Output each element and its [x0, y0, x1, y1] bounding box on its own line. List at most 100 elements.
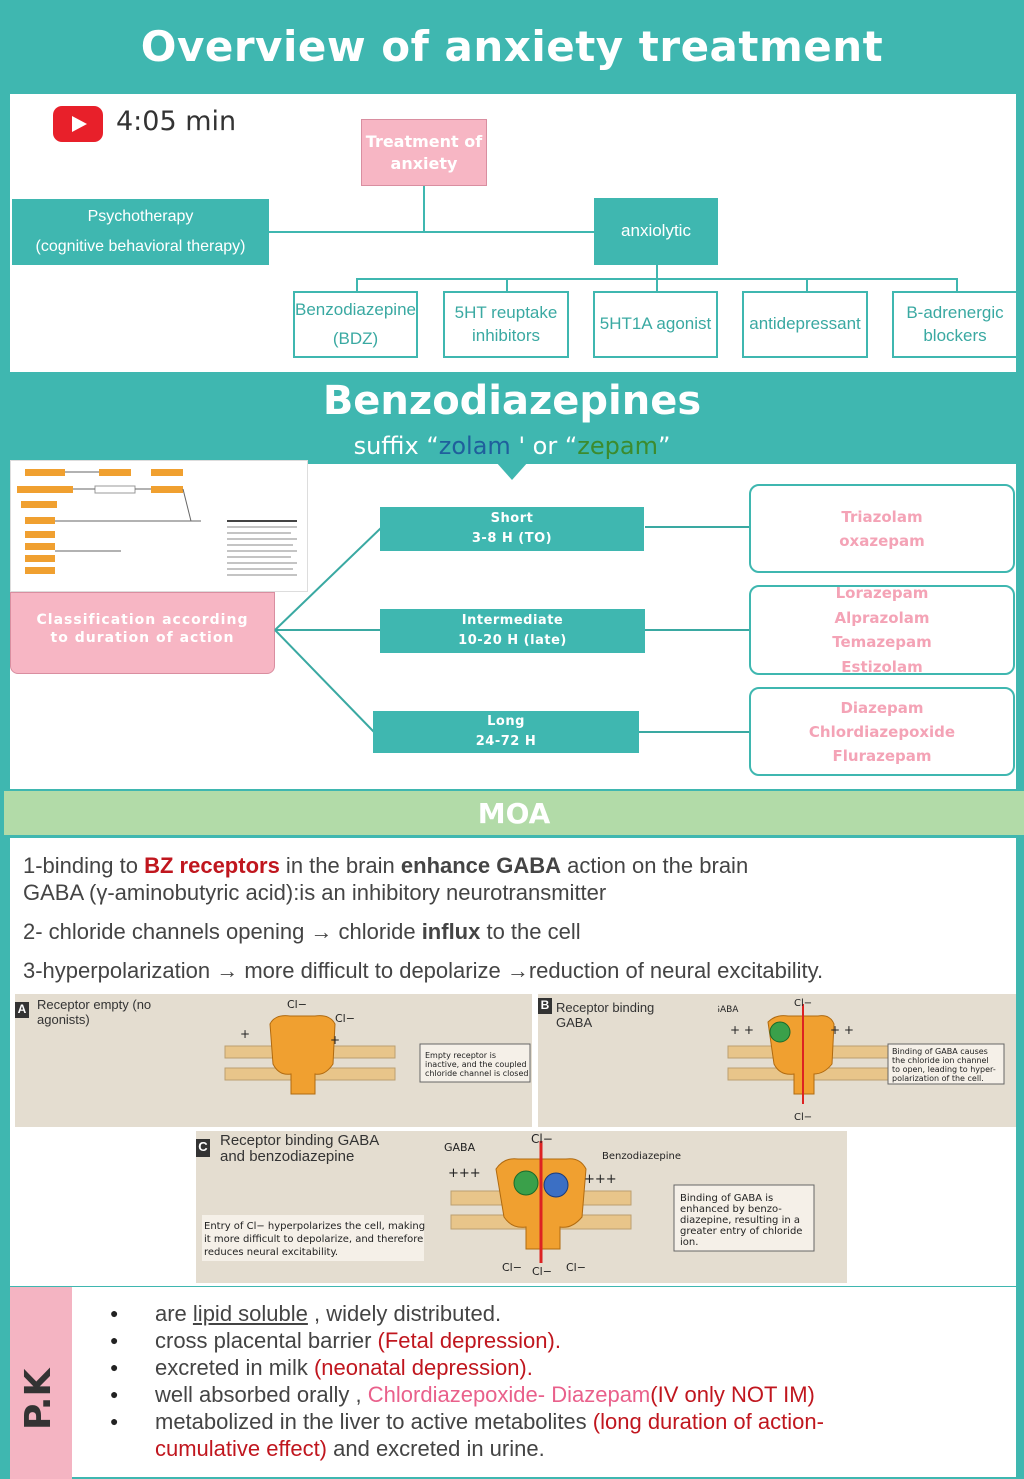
svg-text:Entry of Cl− hyperpolarizes th: Entry of Cl− hyperpolarizes the cell, ma… [204, 1221, 425, 1232]
drug-name: Lorazepam [835, 584, 929, 602]
pk-red-text: (Fetal depression). [377, 1328, 561, 1353]
drug-sublabel: inhibitors [471, 325, 541, 345]
drug-sublabel: blockers [923, 325, 987, 345]
pk-red-text: (IV only NOT IM) [650, 1382, 815, 1407]
svg-text:GABA: GABA [444, 1141, 476, 1154]
suffix-text: suffix “ [353, 432, 439, 460]
drug-box-benzodiazepine: Benzodiazepine (BDZ) [293, 291, 418, 358]
svg-text:Binding of GABA is: Binding of GABA is [680, 1193, 773, 1204]
figure-b: B Receptor binding GABA Cl− Cl− GABA + +… [538, 994, 1016, 1127]
metabolism-figure[interactable] [10, 460, 308, 592]
receptor-gaba-benzo-illustration: GABA Cl− Benzodiazepine +++ +++ Entry of… [202, 1132, 815, 1278]
group-duration: 3-8 H (TO) [471, 531, 553, 546]
pk-item: excreted in milk (neonatal depression). [110, 1354, 824, 1381]
svg-text:GABA: GABA [718, 1005, 739, 1015]
svg-text:+ +: + + [830, 1023, 854, 1037]
suffix-zepam: zepam [577, 432, 658, 460]
svg-text:Binding of GABA causes: Binding of GABA causes [892, 1047, 988, 1056]
drugs-long: Diazepam Chlordiazepoxide Flurazepam [749, 687, 1015, 776]
pk-item: cross placental barrier (Fetal depressio… [110, 1327, 824, 1354]
drug-label: antidepressant [749, 314, 861, 334]
pk-text: excreted in milk [155, 1355, 314, 1380]
suffix-note: suffix “zolam ' or “zepam” [0, 432, 1024, 460]
pointer-triangle [496, 462, 528, 480]
svg-text:Benzodiazepine: Benzodiazepine [602, 1151, 681, 1162]
pk-red-text: (neonatal depression). [313, 1355, 533, 1380]
moa-text: to the cell [480, 919, 581, 944]
suffix-text: ' or “ [510, 432, 578, 460]
svg-text:inactive, and the coupled: inactive, and the coupled [425, 1060, 527, 1069]
classification-connectors [274, 526, 750, 733]
pk-label: P.K [18, 1368, 59, 1430]
page-title: Overview of anxiety treatment [140, 22, 884, 71]
youtube-play-icon[interactable] [53, 106, 103, 142]
moa-text: in the brain [279, 853, 401, 878]
moa-text: 2- chloride channels opening → chloride [23, 919, 422, 944]
pk-red-text: cumulative effect) [155, 1436, 328, 1461]
pk-text: and excreted in urine. [327, 1436, 545, 1461]
pk-text: , widely distributed. [307, 1301, 502, 1326]
anxiolytic-label: anxiolytic [621, 221, 691, 240]
pk-pink-text: Chlordiazepoxide- Diazepam [367, 1382, 651, 1407]
moa-line2: 2- chloride channels opening → chloride … [23, 919, 581, 945]
svg-text:+ +: + + [730, 1023, 754, 1037]
figure-label: Receptor binding GABA [556, 1000, 655, 1030]
benzodiazepines-title: Benzodiazepines [322, 378, 702, 424]
svg-text:Cl−: Cl− [794, 1112, 812, 1123]
group-name: Intermediate [461, 613, 564, 628]
psychotherapy-sublabel: (cognitive behavioral therapy) [35, 238, 246, 255]
drug-label: 5HT1A agonist [599, 314, 712, 334]
drug-name: Triazolam [841, 507, 923, 526]
svg-text:reduces neural excitability.: reduces neural excitability. [204, 1247, 338, 1258]
svg-text:Cl−: Cl− [566, 1261, 586, 1274]
svg-text:polarization of the cell.: polarization of the cell. [892, 1074, 984, 1083]
svg-text:Cl−: Cl− [502, 1261, 522, 1274]
drug-label: 5HT reuptake [454, 303, 558, 323]
drug-sublabel: (BDZ) [332, 328, 379, 348]
group-intermediate: Intermediate 10-20 H (late) [380, 609, 645, 653]
moa-line3: 3-hyperpolarization → more difficult to … [23, 958, 824, 983]
group-name: Long [487, 714, 525, 729]
svg-text:Cl−: Cl− [532, 1265, 552, 1278]
figure-letter: A [15, 1002, 29, 1018]
figure-letter: B [538, 998, 552, 1014]
svg-text:diazepine, resulting in a: diazepine, resulting in a [680, 1215, 800, 1226]
pk-red-text: (long duration of action- [592, 1409, 824, 1434]
group-long: Long 24-72 H [373, 711, 639, 753]
drug-name: Temazepam [832, 633, 932, 651]
pk-text: metabolized in the liver to active metab… [155, 1409, 593, 1434]
figure-c: C Receptor binding GABA and benzodiazepi… [196, 1131, 847, 1283]
video-duration: 4:05 min [116, 106, 237, 137]
svg-text:enhanced by benzo-: enhanced by benzo- [680, 1204, 782, 1215]
pk-list: are lipid soluble , widely distributed. … [110, 1300, 824, 1462]
drug-box-5ht-reuptake: 5HT reuptake inhibitors [443, 291, 569, 358]
receptor-gaba-illustration: Cl− Cl− GABA + + + + Binding of GABA cau… [718, 998, 1005, 1123]
drug-name: Estizolam [841, 657, 923, 676]
enhance-gaba-text: enhance GABA [400, 853, 562, 878]
svg-text:chloride channel is closed: chloride channel is closed [425, 1069, 528, 1078]
svg-text:+: + [330, 1033, 340, 1047]
svg-text:Cl−: Cl− [335, 1012, 355, 1025]
lipid-soluble-text: lipid soluble [192, 1301, 308, 1326]
drug-name: Flurazepam [832, 746, 932, 765]
figure-label: Receptor empty (no agonists) [37, 997, 152, 1027]
moa-text: action on the brain [561, 853, 749, 878]
moa-line1b: GABA (γ-aminobutyric acid):is an inhibit… [23, 880, 607, 905]
drug-name: oxazepam [839, 531, 925, 550]
treatment-root-label: Treatment of anxiety [365, 132, 483, 173]
pk-sidebar [10, 1287, 72, 1479]
svg-text:ion.: ion. [680, 1237, 698, 1248]
group-short: Short 3-8 H (TO) [380, 507, 644, 551]
pk-text: are [155, 1301, 193, 1326]
moa-text: 1-binding to [23, 853, 145, 878]
svg-text:the chloride ion channel: the chloride ion channel [892, 1056, 989, 1065]
bz-receptors-text: BZ receptors [144, 853, 280, 878]
svg-text:+: + [240, 1027, 250, 1041]
moa-header: MOA [4, 791, 1024, 835]
classification-label: Classification according to duration of … [36, 612, 249, 646]
pk-text: well absorbed orally , [155, 1382, 368, 1407]
svg-text:Cl−: Cl− [794, 998, 812, 1009]
drug-box-5ht1a: 5HT1A agonist [593, 291, 718, 358]
drug-name: Chlordiazepoxide [808, 722, 956, 741]
pk-text: cross placental barrier [155, 1328, 378, 1353]
